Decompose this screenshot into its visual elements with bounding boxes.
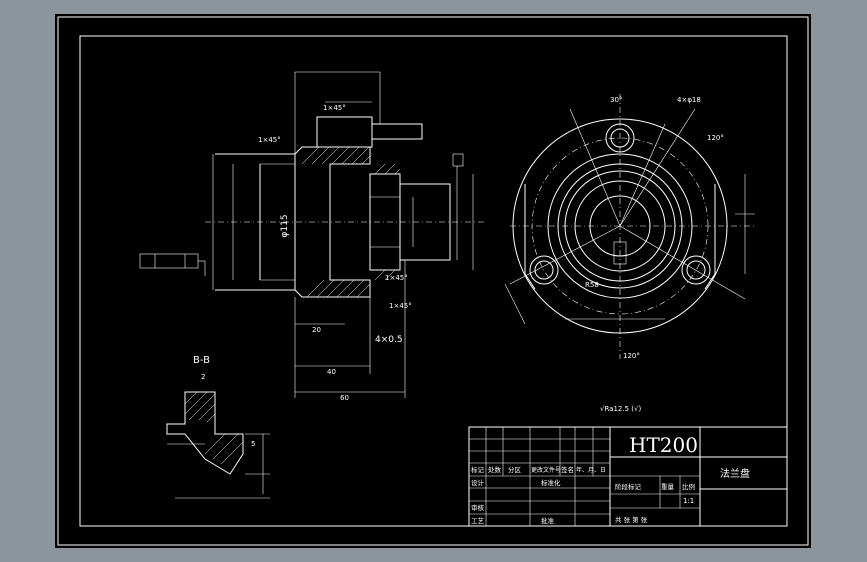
tb-approve: 批准 bbox=[541, 516, 555, 525]
title-block: 标记 处数 分区 更改文件号 签名 年、月、日 设计 标准化 审核 工艺 批准 … bbox=[468, 426, 788, 527]
flange-outer-circle bbox=[512, 118, 728, 334]
dim-phi115: φ115 bbox=[280, 214, 290, 237]
bolt-circle bbox=[531, 137, 709, 315]
hub-step-outline bbox=[399, 183, 451, 261]
side-section-view: φ115 1×45° 1×45° 1×45° 1×45° 4×0.5 20 40… bbox=[139, 71, 485, 402]
dim-r-a: R58 bbox=[585, 281, 599, 289]
material-label: HT200 bbox=[629, 433, 698, 457]
dim-hole-spec: 4×φ18 bbox=[677, 96, 701, 104]
flange-body-outline bbox=[294, 146, 371, 298]
cad-drawing: φ115 1×45° 1×45° 1×45° 1×45° 4×0.5 20 40… bbox=[57, 16, 809, 546]
hdr-date: 年、月、日 bbox=[576, 466, 606, 474]
dim-undercut: 4×0.5 bbox=[375, 335, 403, 345]
hdr-zone: 分区 bbox=[508, 465, 522, 474]
datum-box-b bbox=[452, 153, 464, 167]
bolt-hole-left bbox=[529, 255, 559, 285]
tb-stage-mark: 阶段标记 bbox=[615, 482, 642, 491]
dim-chamfer-b: 1×45° bbox=[323, 104, 346, 112]
top-boss-outline bbox=[316, 116, 373, 148]
dim-angle-a: 120° bbox=[707, 134, 724, 142]
datum-frame bbox=[139, 253, 199, 269]
dim-small-5: 5 bbox=[251, 440, 255, 448]
drawing-sheet: φ115 1×45° 1×45° 1×45° 1×45° 4×0.5 20 40… bbox=[55, 14, 811, 548]
tb-review: 审核 bbox=[471, 503, 485, 512]
dim-angle-c: 30° bbox=[610, 96, 622, 104]
dim-angle-b: 120° bbox=[623, 352, 640, 360]
inner-frame bbox=[79, 35, 788, 527]
tb-process: 工艺 bbox=[471, 517, 485, 525]
dim-len-b: 40 bbox=[327, 368, 336, 376]
bolt-hole-right bbox=[681, 255, 711, 285]
hdr-sign: 签名 bbox=[561, 465, 574, 474]
tb-design: 设计 bbox=[471, 478, 485, 487]
tb-standardization: 标准化 bbox=[541, 478, 561, 487]
section-bb-view: B-B 2 5 bbox=[166, 355, 270, 499]
dim-small-2: 2 bbox=[201, 373, 205, 381]
dim-chamfer-a: 1×45° bbox=[258, 136, 281, 144]
hdr-doc: 更改文件号 bbox=[531, 466, 561, 474]
surface-roughness-note: √Ra12.5 (√) bbox=[600, 405, 641, 413]
dim-chamfer-c: 1×45° bbox=[385, 274, 408, 282]
tb-scale-label: 比例 bbox=[682, 482, 695, 491]
front-view: 4×φ18 30° 120° 120° R58 bbox=[504, 94, 755, 360]
tb-weight: 重量 bbox=[661, 483, 675, 491]
section-bb-outline bbox=[166, 391, 244, 475]
tb-sheets: 共 张 第 张 bbox=[615, 515, 648, 524]
tb-scale-value: 1:1 bbox=[683, 497, 694, 505]
hdr-count: 处数 bbox=[488, 465, 502, 474]
hdr-mark: 标记 bbox=[471, 465, 485, 474]
part-name: 法兰盘 bbox=[720, 467, 750, 480]
dim-len-a: 20 bbox=[312, 326, 321, 334]
outer-border bbox=[57, 16, 809, 546]
bolt-hole-top bbox=[605, 123, 635, 153]
dim-len-c: 60 bbox=[340, 394, 349, 402]
dim-chamfer-d: 1×45° bbox=[389, 302, 412, 310]
section-label: B-B bbox=[193, 355, 210, 366]
